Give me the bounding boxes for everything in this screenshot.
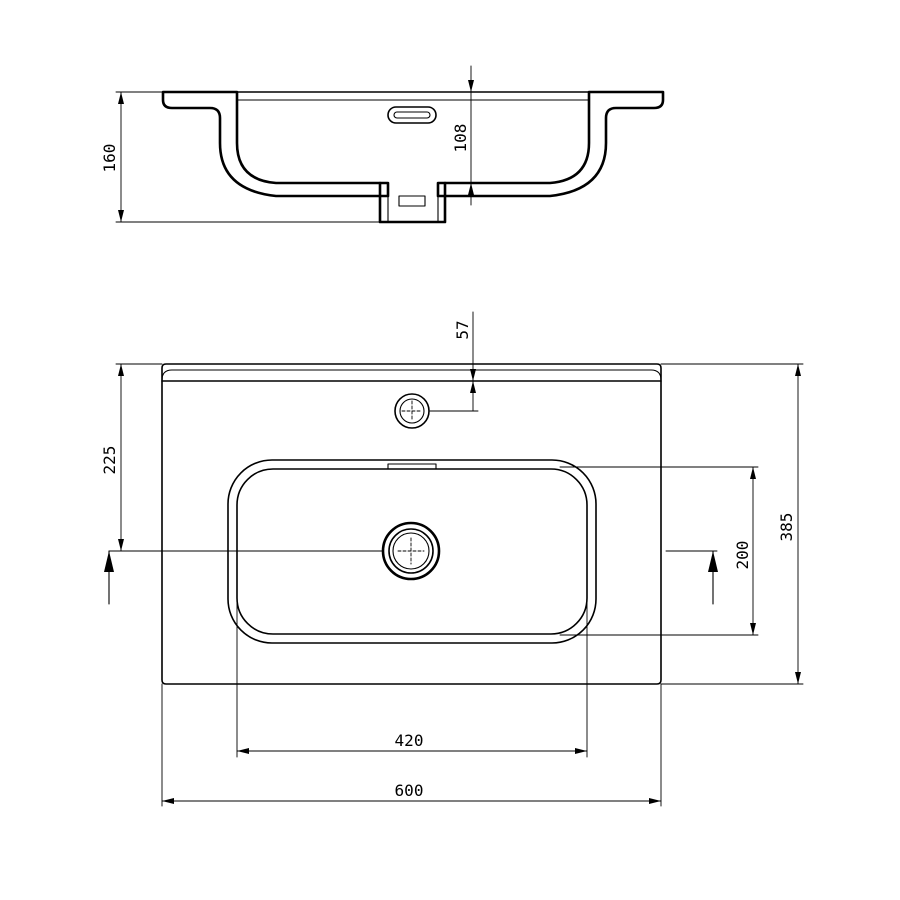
section-overflow bbox=[387, 106, 437, 124]
section-overflow-inner bbox=[393, 111, 431, 119]
dim-160-arrow-bottom bbox=[118, 210, 124, 222]
dim-108-label: 108 bbox=[451, 124, 470, 153]
dim-57-label: 57 bbox=[453, 320, 472, 339]
dim-225-label: 225 bbox=[100, 446, 119, 475]
tap-hole-inner bbox=[399, 398, 425, 424]
dim-225-arrow-bottom bbox=[118, 539, 124, 551]
dim-420-arrow-right bbox=[575, 748, 587, 754]
section-marker-right-arrow bbox=[708, 551, 718, 572]
dim-200-arrow-bottom bbox=[750, 623, 756, 635]
dim-385-label: 385 bbox=[777, 513, 796, 542]
basin-inner bbox=[236, 468, 588, 635]
section-right-wall bbox=[436, 90, 665, 198]
plan-outline bbox=[161, 363, 662, 685]
section-left-wall bbox=[161, 90, 390, 198]
section-drain bbox=[378, 181, 447, 224]
plan-back-rim bbox=[161, 369, 662, 381]
drain-mid bbox=[388, 528, 434, 574]
dim-600-arrow-right bbox=[649, 798, 661, 804]
dim-385-arrow-top bbox=[795, 364, 801, 376]
dim-225-arrow-top bbox=[118, 364, 124, 376]
section-drain-slot bbox=[398, 195, 426, 207]
dim-160-label: 160 bbox=[100, 144, 119, 173]
plan-view: 57 225 385 200 420 600 bbox=[100, 311, 804, 807]
dim-420-arrow-left bbox=[237, 748, 249, 754]
dim-160-arrow-top bbox=[118, 92, 124, 104]
section-view: 160 108 bbox=[100, 65, 665, 224]
dim-420-label: 420 bbox=[395, 731, 424, 750]
drain-inner bbox=[392, 532, 430, 570]
dim-108-arrow-bottom bbox=[468, 183, 474, 195]
dim-200-label: 200 bbox=[733, 541, 752, 570]
basin-outer bbox=[227, 459, 597, 644]
dim-200-arrow-top bbox=[750, 467, 756, 479]
dim-385-arrow-bottom bbox=[795, 672, 801, 684]
dim-108-arrow-top bbox=[468, 80, 474, 92]
dim-57-arrow-bottom bbox=[470, 381, 476, 393]
dim-600-label: 600 bbox=[395, 781, 424, 800]
section-drain-neck bbox=[387, 182, 439, 223]
tap-hole-outer bbox=[394, 393, 430, 429]
dim-57-arrow-top bbox=[470, 369, 476, 381]
plan-overflow bbox=[387, 463, 437, 470]
dim-600-arrow-left bbox=[162, 798, 174, 804]
section-marker-left-arrow bbox=[104, 551, 114, 572]
